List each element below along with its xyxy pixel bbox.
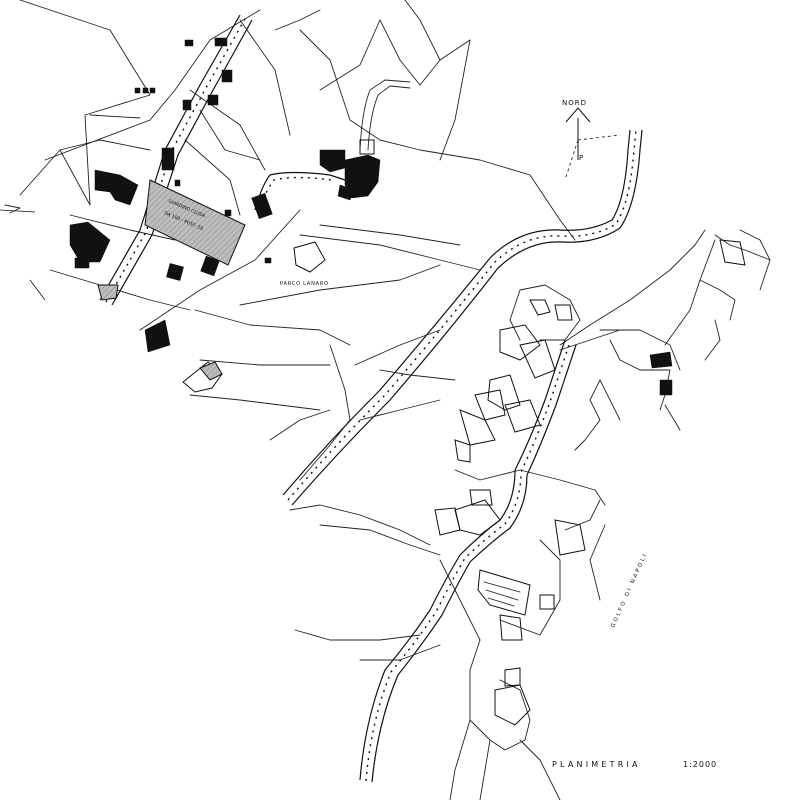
buildings-southeast (434, 239, 746, 726)
main-road (282, 129, 643, 506)
park-label: PARCO LANARO (280, 281, 329, 287)
coastline (559, 229, 706, 451)
parcel-lines (19, 0, 771, 800)
map-title: PLANIMETRIA (552, 760, 641, 769)
north-arrow: NORD P (562, 99, 621, 181)
map-scale: 1:2000 (683, 760, 717, 769)
edge-marks (0, 204, 46, 301)
north-label: NORD (562, 99, 587, 107)
connecting-path (254, 79, 411, 213)
buildings-northwest (69, 37, 273, 393)
buildings-north-cluster (293, 139, 381, 273)
lower-road (359, 339, 577, 783)
garden-zone: GIARDINO CLUSA DA 100 - POST. 50 (144, 179, 246, 266)
gulf-label: GOLFO DI NAPOLI (610, 552, 649, 629)
north-marker-label: P (579, 154, 583, 162)
